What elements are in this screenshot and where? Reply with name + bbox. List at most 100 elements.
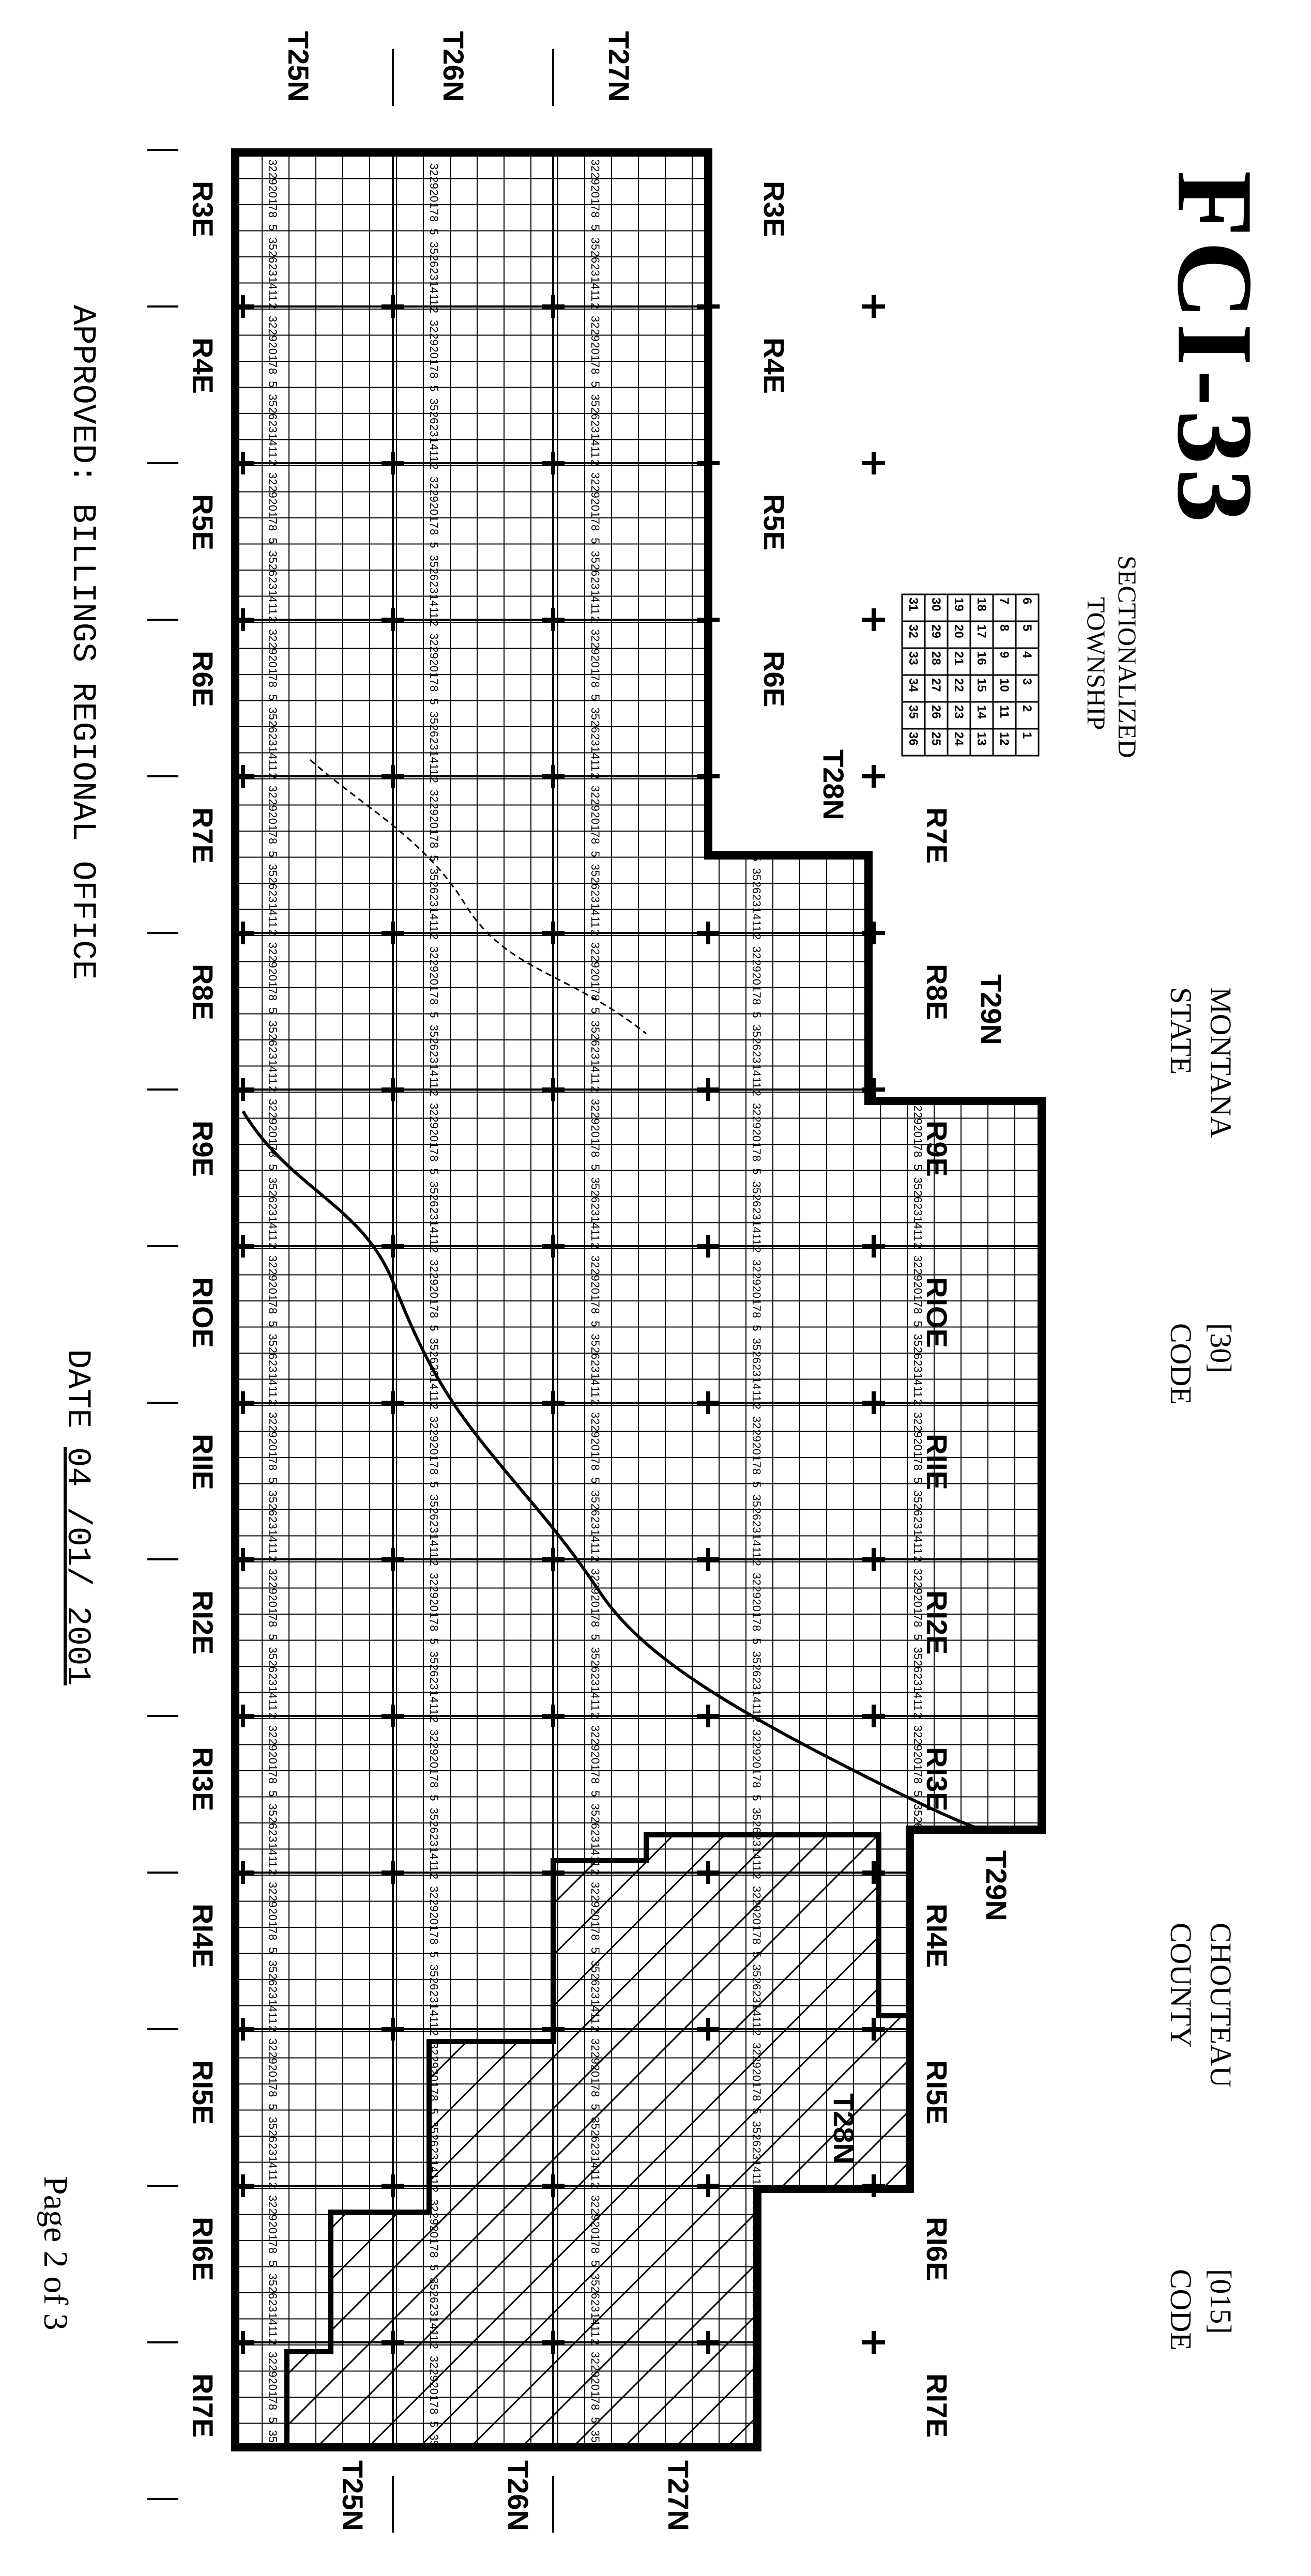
section-number: 17 — [589, 982, 602, 994]
section-number: 23 — [750, 894, 763, 907]
section-number: 26 — [750, 411, 763, 424]
legend-section-number: 11 — [997, 705, 1011, 718]
section-number: 2 — [428, 1560, 440, 1566]
section-number: 23 — [911, 2299, 924, 2312]
section-number: 29 — [589, 1112, 602, 1124]
section-number: 20 — [589, 1125, 602, 1138]
section-number: 11 — [428, 2017, 440, 2029]
section-number: 23 — [589, 1516, 602, 1529]
section-number: 35 — [750, 242, 763, 254]
section-number: 20 — [428, 1443, 440, 1455]
section-number: 2 — [911, 2495, 924, 2502]
legend-section-number: 33 — [906, 651, 920, 665]
range-label-right: RI4E — [921, 1904, 953, 1968]
section-number: 32 — [750, 790, 763, 802]
section-number: 17 — [266, 982, 279, 994]
section-number: 26 — [266, 407, 279, 420]
section-number: 20 — [428, 1756, 440, 1768]
county-boundary — [231, 148, 1046, 2451]
section-number: 26 — [428, 1194, 440, 1207]
section-number: 8 — [266, 368, 279, 374]
section-number: 14 — [589, 1060, 602, 1072]
section-number: 2 — [428, 1716, 440, 1723]
section-number: 32 — [911, 1725, 924, 1738]
section-number: 26 — [589, 720, 602, 733]
section-number: 17 — [266, 2078, 279, 2090]
section-number: 32 — [589, 316, 602, 328]
range-label-left: R3E — [187, 181, 219, 237]
township-label-bottom-1: T25N — [337, 2460, 369, 2531]
section-number: 32 — [266, 1725, 279, 1738]
section-number: 20 — [266, 969, 279, 981]
section-number: 23 — [911, 1516, 924, 1529]
range-label-right: RI7E — [921, 2373, 953, 2438]
section-number: 32 — [750, 1260, 763, 1272]
section-number: 23 — [266, 733, 279, 746]
section-number: 29 — [428, 1742, 440, 1755]
section-number: 8 — [428, 1468, 440, 1475]
section-number: 29 — [589, 172, 602, 185]
section-number: 35 — [428, 398, 440, 411]
section-number: 26 — [266, 1504, 279, 1516]
section-number: 17 — [266, 2391, 279, 2403]
section-number: 32 — [428, 1260, 440, 1272]
range-label-left: R8E — [187, 964, 219, 1020]
section-number: 32 — [428, 1103, 440, 1115]
section-number: 17 — [589, 1765, 602, 1777]
section-number: 5 — [911, 224, 924, 231]
section-number: 8 — [428, 1312, 440, 1318]
legend-section-number: 25 — [929, 732, 943, 746]
section-number: 23 — [750, 581, 763, 593]
section-number: 35 — [750, 1495, 763, 1507]
section-number: 5 — [911, 1634, 924, 1640]
section-number: 35 — [266, 2274, 279, 2286]
section-number: 32 — [428, 946, 440, 959]
section-number: 32 — [266, 1882, 279, 1894]
section-number: 5 — [428, 1638, 440, 1644]
section-number: 2 — [750, 620, 763, 626]
township-caption: TOWNSHIP — [1082, 597, 1111, 730]
section-number: 8 — [266, 681, 279, 687]
section-number: 23 — [266, 264, 279, 276]
section-number: 35 — [266, 551, 279, 563]
section-number: 8 — [428, 1625, 440, 1631]
section-number: 14 — [911, 1373, 924, 1385]
section-number: 35 — [428, 555, 440, 568]
section-number: 29 — [911, 1112, 924, 1124]
section-number: 8 — [428, 1782, 440, 1788]
section-number: 20 — [266, 499, 279, 511]
section-number: 32 — [911, 472, 924, 485]
range-label-right: RIOE — [921, 1277, 953, 1348]
section-number: 5 — [750, 1638, 763, 1644]
section-number: 17 — [589, 825, 602, 837]
section-number: 26 — [750, 1508, 763, 1520]
section-number: 2 — [750, 464, 763, 470]
section-number: 26 — [428, 568, 440, 580]
section-number: 11 — [589, 1699, 602, 1711]
section-number: 29 — [428, 646, 440, 658]
section-number: 17 — [428, 516, 440, 528]
section-number: 2 — [428, 933, 440, 940]
section-number: 8 — [589, 1308, 602, 1314]
section-number: 29 — [911, 1738, 924, 1751]
section-number: 23 — [589, 1360, 602, 1372]
section-number: 11 — [911, 447, 924, 458]
legend-section-number: 24 — [952, 732, 966, 746]
section-number: 32 — [266, 159, 279, 172]
section-number: 23 — [589, 577, 602, 589]
section-number: 29 — [428, 1272, 440, 1285]
township-label-top-3: T27N — [603, 31, 635, 102]
section-number: 35 — [750, 1338, 763, 1351]
section-number: 11 — [750, 764, 763, 776]
section-number: 5 — [750, 1795, 763, 1801]
section-number: 20 — [750, 1443, 763, 1455]
section-number: 26 — [589, 1190, 602, 1203]
section-number: 23 — [266, 420, 279, 433]
section-number: 20 — [589, 1595, 602, 1607]
section-number: 14 — [589, 1373, 602, 1385]
section-number: 32 — [589, 1099, 602, 1111]
section-number: 11 — [266, 2482, 279, 2494]
section-number: 5 — [266, 1634, 279, 1640]
section-number: 17 — [750, 1612, 763, 1624]
section-number: 29 — [266, 1895, 279, 1907]
